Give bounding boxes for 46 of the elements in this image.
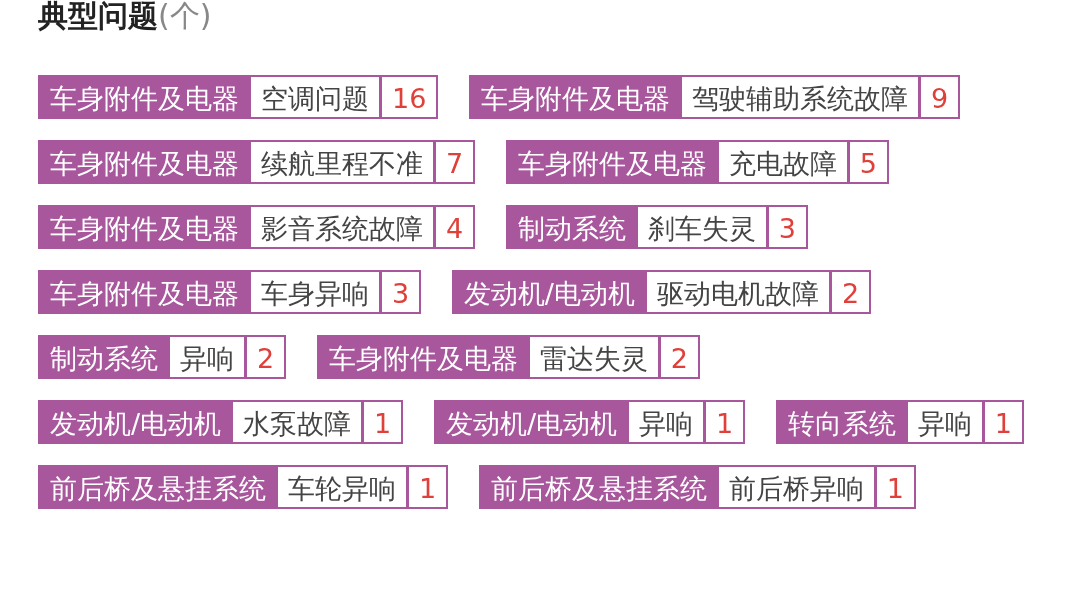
count-label: 1 bbox=[983, 400, 1024, 445]
category-tag: 转向系统 bbox=[775, 400, 908, 445]
count-label: 1 bbox=[705, 400, 746, 445]
issue-tag: 水泵故障 bbox=[233, 400, 364, 445]
issue-tag: 影音系统故障 bbox=[251, 205, 435, 250]
issue-tag: 驾驶辅助系统故障 bbox=[681, 75, 920, 120]
count-label: 16 bbox=[381, 75, 439, 120]
issue-tag: 充电故障 bbox=[718, 140, 849, 185]
issue-tag: 续航里程不准 bbox=[251, 140, 435, 185]
issue-tag: 驱动电机故障 bbox=[646, 270, 831, 315]
count-label: 3 bbox=[381, 270, 422, 315]
count-label: 5 bbox=[848, 140, 889, 185]
category-tag: 车身附件及电器 bbox=[505, 140, 719, 185]
issue-tag: 异响 bbox=[170, 335, 246, 380]
count-label: 9 bbox=[919, 75, 961, 120]
issue-tag: 前后桥异响 bbox=[718, 465, 876, 510]
count-label: 1 bbox=[363, 400, 404, 445]
count-label: 2 bbox=[659, 335, 700, 380]
category-tag: 发动机/电动机 bbox=[451, 270, 647, 315]
category-tag: 车身附件及电器 bbox=[38, 140, 251, 185]
count-label: 3 bbox=[767, 205, 808, 250]
category-tag: 发动机/电动机 bbox=[38, 400, 234, 445]
category-tag: 车身附件及电器 bbox=[38, 205, 251, 250]
category-tag: 制动系统 bbox=[505, 205, 638, 250]
count-label: 2 bbox=[246, 335, 287, 380]
category-tag: 车身附件及电器 bbox=[38, 75, 251, 120]
count-label: 1 bbox=[408, 465, 449, 510]
issue-tag: 车轮异响 bbox=[278, 465, 408, 510]
category-tag: 前后桥及悬挂系统 bbox=[38, 465, 278, 510]
category-tag: 制动系统 bbox=[38, 335, 170, 380]
category-tag: 车身附件及电器 bbox=[468, 75, 682, 120]
issue-tag: 异响 bbox=[629, 400, 705, 445]
category-tag: 发动机/电动机 bbox=[433, 400, 629, 445]
count-label: 2 bbox=[830, 270, 872, 315]
issue-tag: 雷达失灵 bbox=[529, 335, 660, 380]
category-tag: 前后桥及悬挂系统 bbox=[478, 465, 719, 510]
issue-tag: 空调问题 bbox=[251, 75, 381, 120]
title: 典型问题(个) bbox=[38, 0, 212, 35]
issue-tag: 异响 bbox=[907, 400, 984, 445]
count-label: 7 bbox=[435, 140, 476, 185]
issue-tag: 车身异响 bbox=[251, 270, 381, 315]
count-label: 4 bbox=[435, 205, 476, 250]
count-label: 1 bbox=[875, 465, 916, 510]
category-tag: 车身附件及电器 bbox=[316, 335, 530, 380]
issue-tag: 刹车失灵 bbox=[637, 205, 768, 250]
category-tag: 车身附件及电器 bbox=[38, 270, 251, 315]
